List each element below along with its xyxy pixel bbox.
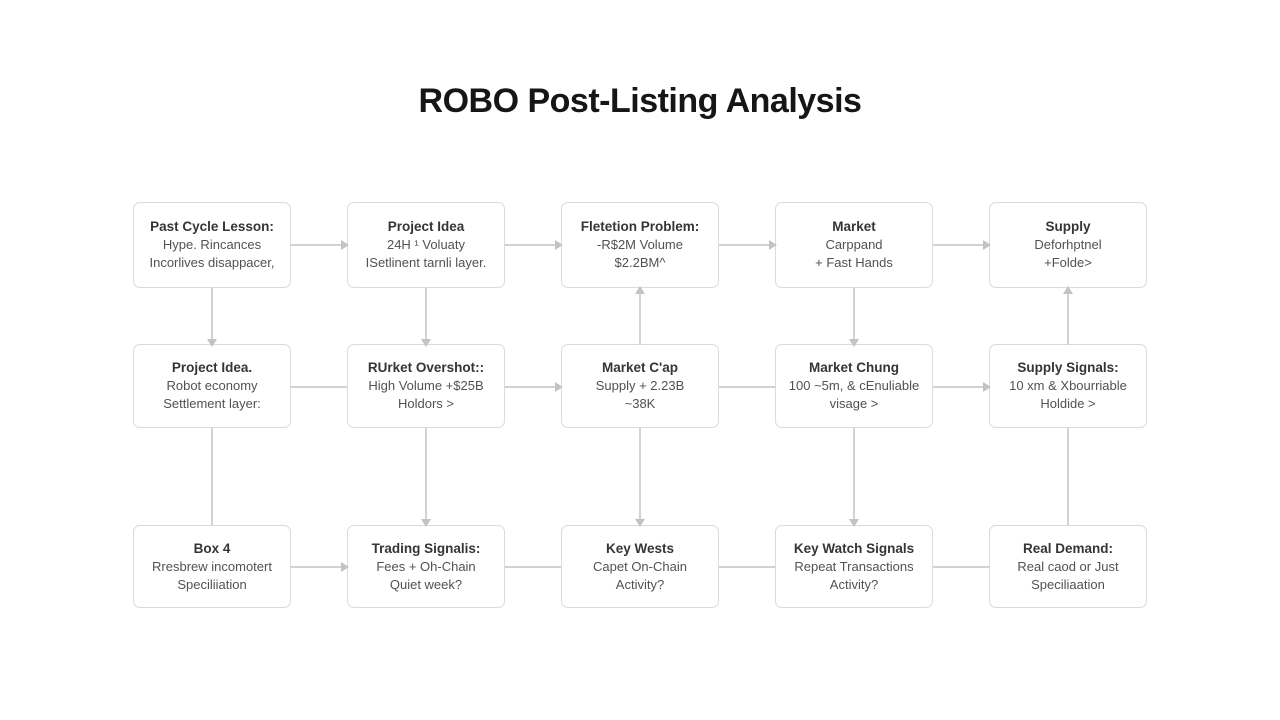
box-line: Fees + Oh-Chain [376,558,476,574]
box-line: Settlement layer: [163,396,261,411]
connector-r2r3-c4 [849,428,859,527]
box-title: RUrket Overshot:: [367,360,485,375]
box-r2-c1: Project Idea. Robot economy Settlement l… [133,344,291,428]
arrow-right-icon [983,382,991,392]
box-line: ~38K [624,396,656,411]
box-title: Box 4 [193,540,231,556]
connector-r2r1-c3 [635,286,645,345]
arrow-down-icon [421,339,431,347]
box-line: Real caod or Just [1017,558,1119,574]
arrow-up-icon [635,286,645,294]
box-line: Supply + 2.23B [595,378,685,393]
box-r2-c4: Market Chung 100 ~5m, & cEnuliable visag… [775,344,933,428]
arrow-down-icon [635,519,645,527]
arrow-up-icon [1063,286,1073,294]
box-title: Key Watch Signals [793,540,915,556]
arrow-right-icon [983,240,991,250]
connector-r1r2-c4 [849,288,859,347]
box-title: Trading Signalis: [371,540,481,556]
connector-r2r1-c5 [1063,286,1073,345]
connector-r1-c2-c3 [505,240,563,250]
connector-r1r2-c2 [421,288,431,347]
connector-r3-c2-c3 [505,566,561,568]
page-title: ROBO Post-Listing Analysis [418,82,862,120]
arrow-right-icon [555,382,563,392]
box-r2-c3: Market C'ap Supply + 2.23B ~38K [561,344,719,428]
arrow-down-icon [421,519,431,527]
connector-r2r3-c1 [211,428,213,525]
box-r2-c5: Supply Signals: 10 xm & Xbourriable Hold… [989,344,1147,428]
box-line: ISetlinent tarnli layer. [365,255,487,270]
box-r2-c2: RUrket Overshot:: High Volume +$25B Hold… [347,344,505,428]
box-line: Speciliaation [1031,576,1105,592]
connector-r2-c1-c2 [291,386,347,388]
box-line: visage > [829,396,879,411]
connector-r3-c1-c2 [291,562,349,572]
box-line: Holdide > [1040,396,1096,411]
connector-r3-c4-c5 [933,566,989,568]
box-line: Activity? [829,576,879,592]
box-line: Rresbrew incomotert [152,558,272,574]
box-title: Past Cycle Lesson: [150,219,274,234]
arrow-down-icon [207,339,217,347]
box-line: Capet On-Chain [593,558,687,574]
box-r3-c4: Key Watch Signals Repeat Transactions Ac… [775,525,933,608]
box-title: Supply [1045,219,1091,234]
arrow-right-icon [341,562,349,572]
box-r3-c5: Real Demand: Real caod or Just Speciliaa… [989,525,1147,608]
box-title: Market Chung [808,360,899,375]
box-r1-c4: Market Carppand + Fast Hands [775,202,933,288]
box-r3-c3: Key Wests Capet On-Chain Activity? [561,525,719,608]
box-line: Holdors > [398,396,454,411]
arrow-right-icon [341,240,349,250]
box-line: Repeat Transactions [794,558,914,574]
connector-r1-c1-c2 [291,240,349,250]
box-r1-c1: Past Cycle Lesson: Hype. Rincances Incor… [133,202,291,288]
arrow-right-icon [769,240,777,250]
arrow-down-icon [849,519,859,527]
connector-r3-c3-c4 [719,566,775,568]
box-line: Carppand [825,237,883,252]
box-line: 24H ¹ Voluaty [386,237,466,252]
box-r3-c2: Trading Signalis: Fees + Oh-Chain Quiet … [347,525,505,608]
connector-r2-c3-c4 [719,386,775,388]
connector-r2r3-c2 [421,428,431,527]
box-line: Quiet week? [389,576,463,592]
box-title: Market [832,219,876,234]
box-line: Activity? [615,576,665,592]
box-line: Speciliiation [177,576,247,592]
connector-r2-c4-c5 [933,382,991,392]
box-line: Robot economy [166,378,258,393]
box-line: 100 ~5m, & cEnuliable [788,378,920,393]
box-line: 10 xm & Xbourriable [1009,378,1127,393]
connector-r2-c2-c3 [505,382,563,392]
box-r1-c3: Fletetion Problem: -R$2M Volume $2.2BM^ [561,202,719,288]
box-line: Incorlives disappacer, [149,255,275,270]
box-line: + Fast Hands [815,255,893,270]
box-title: Project Idea. [171,360,253,375]
box-line: High Volume +$25B [368,378,484,393]
connector-r1r2-c1 [207,288,217,347]
box-r1-c2: Project Idea 24H ¹ Voluaty ISetlinent ta… [347,202,505,288]
box-title: Market C'ap [602,360,678,375]
box-r3-c1: Box 4 Rresbrew incomotert Speciliiation [133,525,291,608]
box-line: +Folde> [1044,255,1092,270]
box-title: Supply Signals: [1017,360,1119,375]
arrow-down-icon [849,339,859,347]
box-title: Project Idea [387,219,465,234]
box-line: Hype. Rincances [162,237,262,252]
box-line: -R$2M Volume [597,237,683,252]
connector-r2r3-c3 [635,428,645,527]
box-line: $2.2BM^ [614,255,666,270]
box-title: Real Demand: [1022,540,1114,556]
arrow-right-icon [555,240,563,250]
connector-r1-c4-c5 [933,240,991,250]
box-title: Key Wests [605,540,675,556]
connector-r1-c3-c4 [719,240,777,250]
box-title: Fletetion Problem: [580,219,700,234]
box-r1-c5: Supply Deforhptnel +Folde> [989,202,1147,288]
connector-r2r3-c5 [1067,428,1069,525]
box-line: Deforhptnel [1034,237,1102,252]
